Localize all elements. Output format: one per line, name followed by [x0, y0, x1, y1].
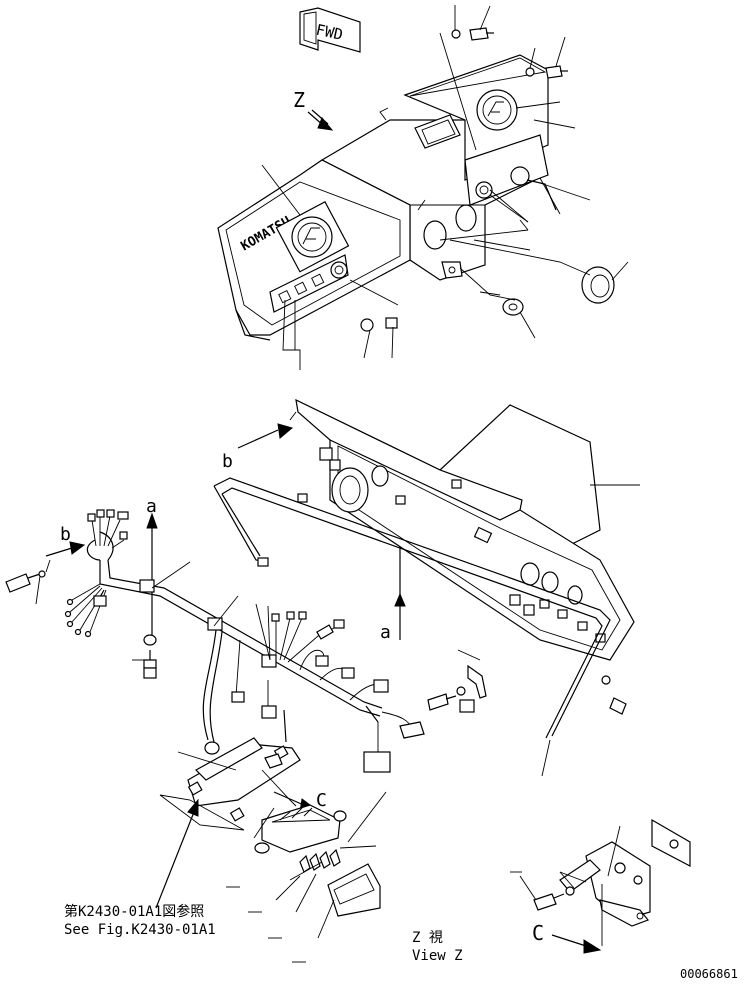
ref-en-text: See Fig.K2430-01A1: [64, 922, 216, 938]
left-fasteners: [5, 570, 157, 679]
dash-marks: [226, 871, 522, 963]
b-top-label: b: [222, 451, 233, 472]
view-z-en: View Z: [412, 948, 463, 964]
view-z-caption: Z 視 View Z: [412, 930, 463, 964]
a-bottom-label: a: [380, 622, 391, 643]
reference-callout: 第K2430-01A1図参照 See Fig.K2430-01A1: [64, 798, 216, 938]
fwd-label: FWD: [314, 21, 344, 44]
fwd-arrow: FWD: [299, 7, 361, 53]
ref-jp-text: 第K2430-01A1図参照: [64, 903, 204, 920]
z-marker-label: Z: [293, 88, 305, 112]
top-panel-assembly: FWD Z KOMATSU: [217, 5, 629, 370]
drawing-number: 00066861: [680, 967, 738, 981]
middle-harness-assembly: b b a a: [35, 398, 640, 939]
view-z-bracket: C: [519, 818, 691, 954]
c-mid-label: C: [316, 790, 327, 811]
b-left-label: b: [60, 524, 71, 545]
view-z-jp: Z 視: [412, 930, 443, 946]
z-direction-arrow: [307, 109, 334, 131]
a-top-label: a: [146, 496, 157, 517]
c-bottom-label: C: [532, 921, 544, 945]
